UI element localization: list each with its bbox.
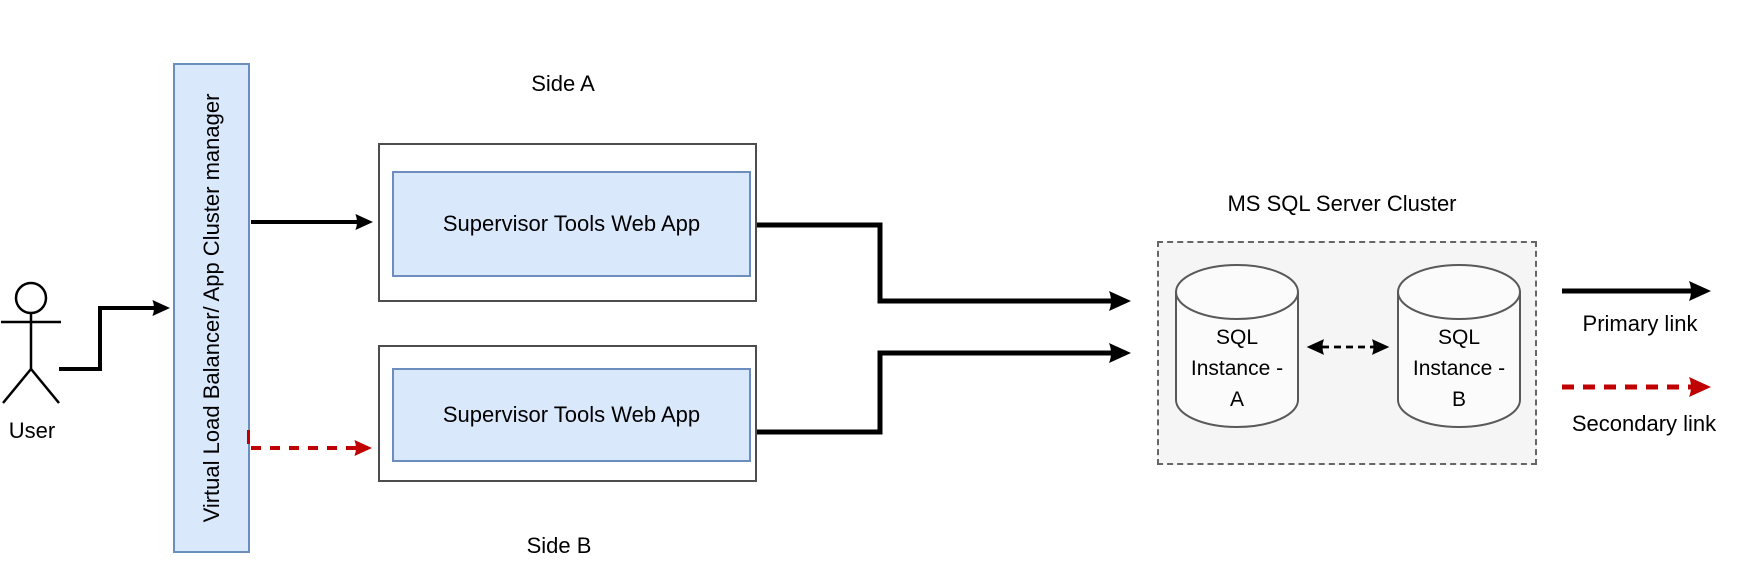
sql-cluster-title: MS SQL Server Cluster xyxy=(1227,190,1457,216)
arrow-side-a-to-sql xyxy=(757,222,1131,312)
sql-instance-a-label: SQL Instance - A xyxy=(1176,322,1298,415)
arrow-loadbalancer-to-side-b xyxy=(247,430,372,457)
user-figure xyxy=(1,281,61,404)
side-b-webapp-box: Supervisor Tools Web App xyxy=(392,368,751,462)
instance-b-line1: SQL xyxy=(1437,326,1481,349)
load-balancer-label: Virtual Load Balancer/ App Cluster manag… xyxy=(198,93,224,523)
instance-a-line2: Instance - xyxy=(1190,357,1284,380)
instance-a-line3: A xyxy=(1229,388,1244,411)
user-leg-right xyxy=(30,368,60,404)
side-a-webapp-box: Supervisor Tools Web App xyxy=(392,171,751,277)
arrow-user-to-loadbalancer xyxy=(59,300,170,371)
user-head xyxy=(14,281,48,315)
legend-primary-label: Primary link xyxy=(1582,310,1698,336)
user-label: User xyxy=(8,417,56,443)
legend-secondary-label: Secondary link xyxy=(1571,410,1717,436)
instance-a-line1: SQL xyxy=(1215,326,1259,349)
side-a-webapp-label: Supervisor Tools Web App xyxy=(442,211,701,236)
arrow-side-b-to-sql xyxy=(757,343,1131,435)
side-b-webapp-label: Supervisor Tools Web App xyxy=(442,402,701,427)
user-leg-left xyxy=(2,368,32,404)
instance-b-line3: B xyxy=(1451,388,1466,411)
side-a-title: Side A xyxy=(531,70,595,96)
sql-instance-b-label: SQL Instance - B xyxy=(1398,322,1520,415)
instance-b-line2: Instance - xyxy=(1412,357,1506,380)
side-b-title: Side B xyxy=(526,532,592,558)
load-balancer-box: Virtual Load Balancer/ App Cluster manag… xyxy=(173,63,250,553)
